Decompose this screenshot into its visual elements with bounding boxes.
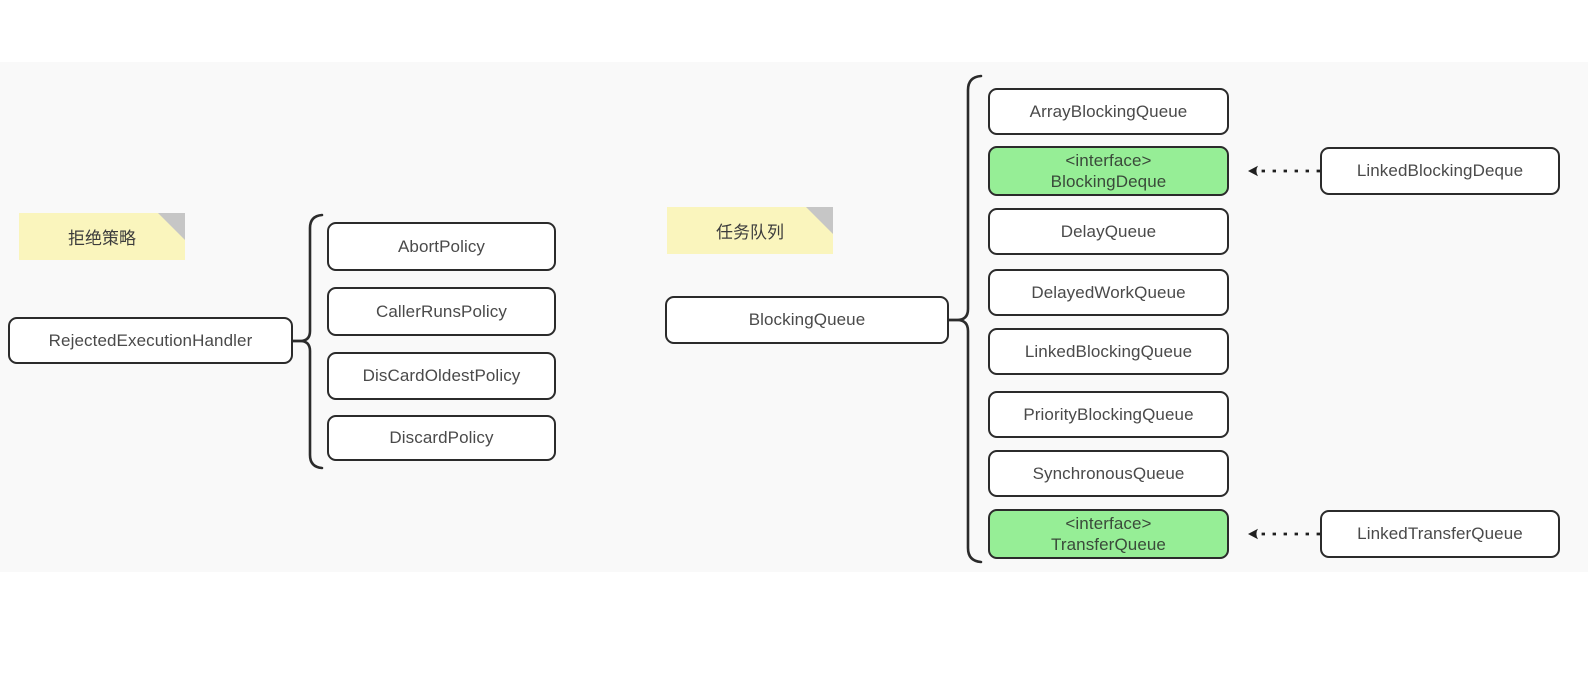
node-delayed-work-queue[interactable]: DelayedWorkQueue — [988, 269, 1229, 316]
node-caller-runs-policy[interactable]: CallerRunsPolicy — [327, 287, 556, 336]
node-blocking-deque-interface[interactable]: <interface> BlockingDeque — [988, 146, 1229, 196]
node-array-blocking-queue[interactable]: ArrayBlockingQueue — [988, 88, 1229, 135]
node-linked-blocking-queue[interactable]: LinkedBlockingQueue — [988, 328, 1229, 375]
sticky-note-rejection-label: 拒绝策略 — [68, 229, 136, 249]
node-priority-blocking-queue[interactable]: PriorityBlockingQueue — [988, 391, 1229, 438]
node-transfer-queue-interface[interactable]: <interface> TransferQueue — [988, 509, 1229, 559]
node-discard-policy[interactable]: DiscardPolicy — [327, 415, 556, 461]
sticky-note-task-queue: 任务队列 — [667, 207, 833, 254]
node-linked-blocking-deque[interactable]: LinkedBlockingDeque — [1320, 147, 1560, 195]
node-blocking-queue[interactable]: BlockingQueue — [665, 296, 949, 344]
sticky-note-task-queue-label: 任务队列 — [716, 223, 784, 243]
sticky-fold-corner-icon — [158, 213, 185, 240]
node-delay-queue[interactable]: DelayQueue — [988, 208, 1229, 255]
node-discard-oldest-policy[interactable]: DisCardOldestPolicy — [327, 352, 556, 400]
node-abort-policy[interactable]: AbortPolicy — [327, 222, 556, 271]
node-linked-transfer-queue[interactable]: LinkedTransferQueue — [1320, 510, 1560, 558]
node-rejected-execution-handler[interactable]: RejectedExecutionHandler — [8, 317, 293, 364]
node-synchronous-queue[interactable]: SynchronousQueue — [988, 450, 1229, 497]
sticky-fold-corner-icon — [806, 207, 833, 234]
sticky-note-rejection-policy: 拒绝策略 — [19, 213, 185, 260]
